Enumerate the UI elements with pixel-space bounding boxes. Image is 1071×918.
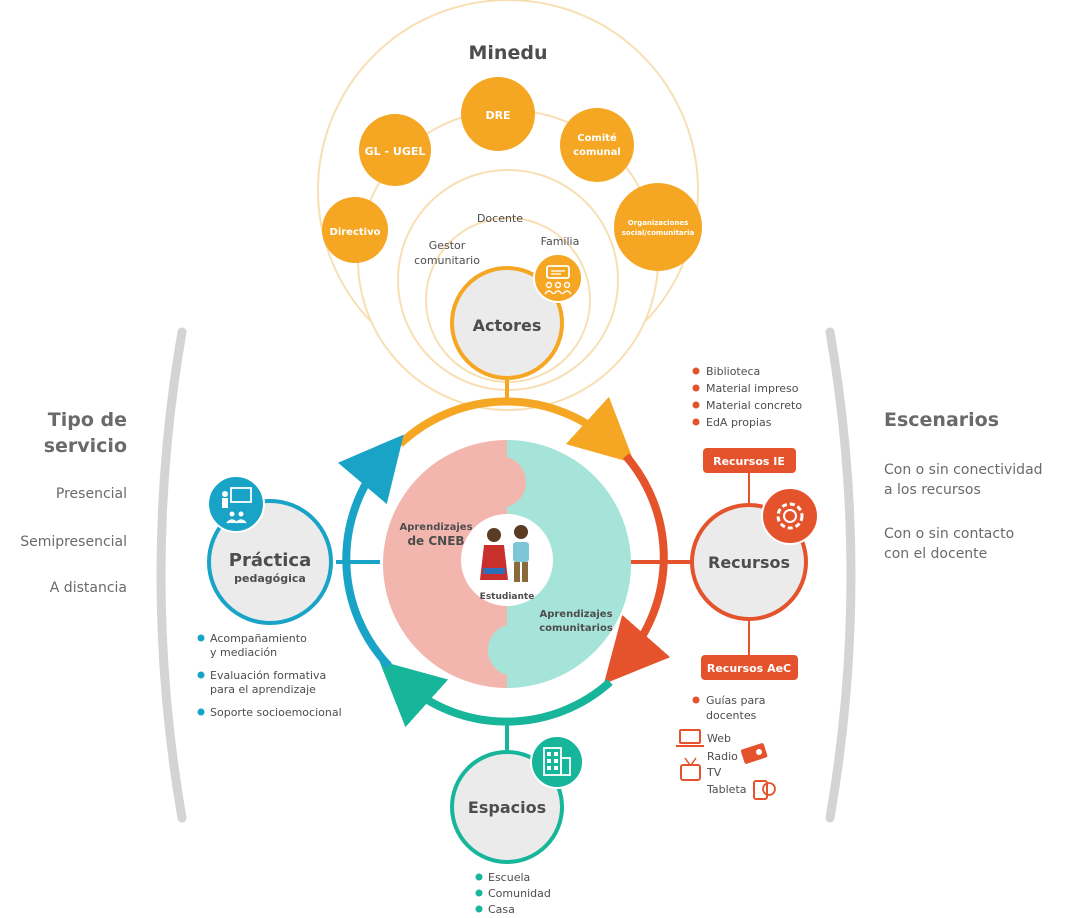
- svg-text:Web: Web: [707, 732, 731, 745]
- cycle-arrow-bottom: [379, 660, 613, 728]
- svg-text:social/comunitaria: social/comunitaria: [622, 229, 695, 237]
- label-gestor-1: Gestor: [429, 239, 466, 252]
- svg-text:Material impreso: Material impreso: [706, 382, 799, 395]
- tipo-servicio-title-1: Tipo de: [48, 409, 127, 431]
- comunitarios-label-2: comunitarios: [539, 623, 613, 634]
- svg-text:Guías para: Guías para: [706, 694, 766, 707]
- svg-text:con el docente: con el docente: [884, 546, 987, 562]
- center-puzzle: [383, 440, 631, 688]
- node-comite-comunal: Comité comunal: [560, 108, 634, 182]
- svg-text:Espacios: Espacios: [468, 798, 546, 817]
- svg-text:a los recursos: a los recursos: [884, 482, 981, 498]
- svg-text:Biblioteca: Biblioteca: [706, 365, 760, 378]
- cneb-label-2: de CNEB: [407, 534, 464, 548]
- espacios-list: Escuela Comunidad Casa: [475, 871, 551, 916]
- svg-text:TV: TV: [706, 766, 722, 779]
- estudiante-label: Estudiante: [480, 592, 535, 602]
- media-list: Web Radio TV Tableta: [676, 729, 776, 800]
- node-organizaciones: Organizaciones social/comunitaria: [614, 183, 702, 271]
- escenarios-section: Escenarios Con o sin conectividad a los …: [884, 409, 1043, 562]
- teacher-board-icon: [207, 475, 265, 533]
- comunitarios-label-1: Aprendizajes: [539, 609, 612, 620]
- svg-text:Radio: Radio: [707, 750, 738, 763]
- svg-text:Acompañamiento: Acompañamiento: [210, 632, 307, 645]
- label-docente: Docente: [477, 212, 523, 225]
- recursos-aec-list: Guías para docentes: [692, 694, 766, 722]
- svg-text:Práctica: Práctica: [229, 550, 311, 571]
- svg-text:Recursos IE: Recursos IE: [713, 455, 785, 468]
- label-gestor-2: comunitario: [414, 254, 480, 267]
- gear-icon: [761, 487, 819, 545]
- espacios-node: Espacios: [450, 750, 564, 864]
- svg-text:Casa: Casa: [488, 903, 515, 916]
- svg-text:Actores: Actores: [473, 316, 542, 335]
- cneb-label-1: Aprendizajes: [399, 522, 472, 533]
- minedu-title: Minedu: [469, 42, 548, 64]
- svg-text:GL - UGEL: GL - UGEL: [365, 145, 426, 158]
- svg-text:Tableta: Tableta: [706, 783, 747, 796]
- svg-text:y mediación: y mediación: [210, 646, 277, 659]
- svg-text:Organizaciones: Organizaciones: [628, 219, 689, 227]
- cycle-arrow-top: [397, 396, 635, 464]
- recursos-ie-badge: Recursos IE: [703, 448, 796, 473]
- cycle-arrow-right: [603, 453, 671, 685]
- svg-text:EdA propias: EdA propias: [706, 416, 772, 429]
- recursos-aec-badge: Recursos AeC: [701, 655, 798, 680]
- svg-text:Material concreto: Material concreto: [706, 399, 802, 412]
- cycle-arrow-left: [337, 434, 404, 669]
- svg-text:Evaluación formativa: Evaluación formativa: [210, 669, 326, 682]
- option-a-distancia: A distancia: [50, 580, 127, 596]
- svg-text:Recursos AeC: Recursos AeC: [707, 662, 791, 675]
- node-dre: DRE: [461, 77, 535, 151]
- students-illustration: [480, 525, 529, 582]
- tipo-servicio-section: Tipo de servicio Presencial Semipresenci…: [20, 409, 127, 596]
- laptop-icon: [676, 729, 704, 747]
- svg-text:Soporte socioemocional: Soporte socioemocional: [210, 706, 342, 719]
- right-bracket: [825, 327, 856, 823]
- svg-text:para el aprendizaje: para el aprendizaje: [210, 683, 316, 696]
- escenarios-title: Escenarios: [884, 409, 999, 431]
- svg-text:Comunidad: Comunidad: [488, 887, 551, 900]
- practica-list: Acompañamiento y mediación Evaluación fo…: [197, 632, 342, 719]
- svg-text:Directivo: Directivo: [330, 227, 381, 238]
- building-icon: [530, 735, 584, 789]
- label-familia: Familia: [541, 235, 580, 248]
- svg-text:Con o sin conectividad: Con o sin conectividad: [884, 462, 1043, 478]
- tablet-icon: [753, 780, 776, 800]
- svg-text:comunal: comunal: [573, 147, 621, 158]
- svg-text:DRE: DRE: [485, 109, 510, 122]
- node-gl-ugel: GL - UGEL: [359, 114, 431, 186]
- radio-icon: [740, 743, 768, 764]
- svg-text:docentes: docentes: [706, 709, 757, 722]
- tipo-servicio-title-2: servicio: [44, 435, 127, 457]
- svg-text:Recursos: Recursos: [708, 553, 790, 572]
- option-semipresencial: Semipresencial: [20, 534, 127, 550]
- option-presencial: Presencial: [56, 486, 127, 502]
- svg-text:Comité: Comité: [577, 132, 617, 144]
- people-presentation-icon: [533, 253, 583, 303]
- node-directivo: Directivo: [322, 197, 388, 263]
- svg-text:pedagógica: pedagógica: [234, 572, 306, 585]
- tv-icon: [680, 757, 701, 781]
- svg-text:Con o sin contacto: Con o sin contacto: [884, 526, 1014, 542]
- recursos-ie-list: Biblioteca Material impreso Material con…: [692, 365, 802, 429]
- svg-text:Escuela: Escuela: [488, 871, 530, 884]
- actores-node: Actores: [450, 266, 564, 380]
- left-bracket: [156, 327, 187, 823]
